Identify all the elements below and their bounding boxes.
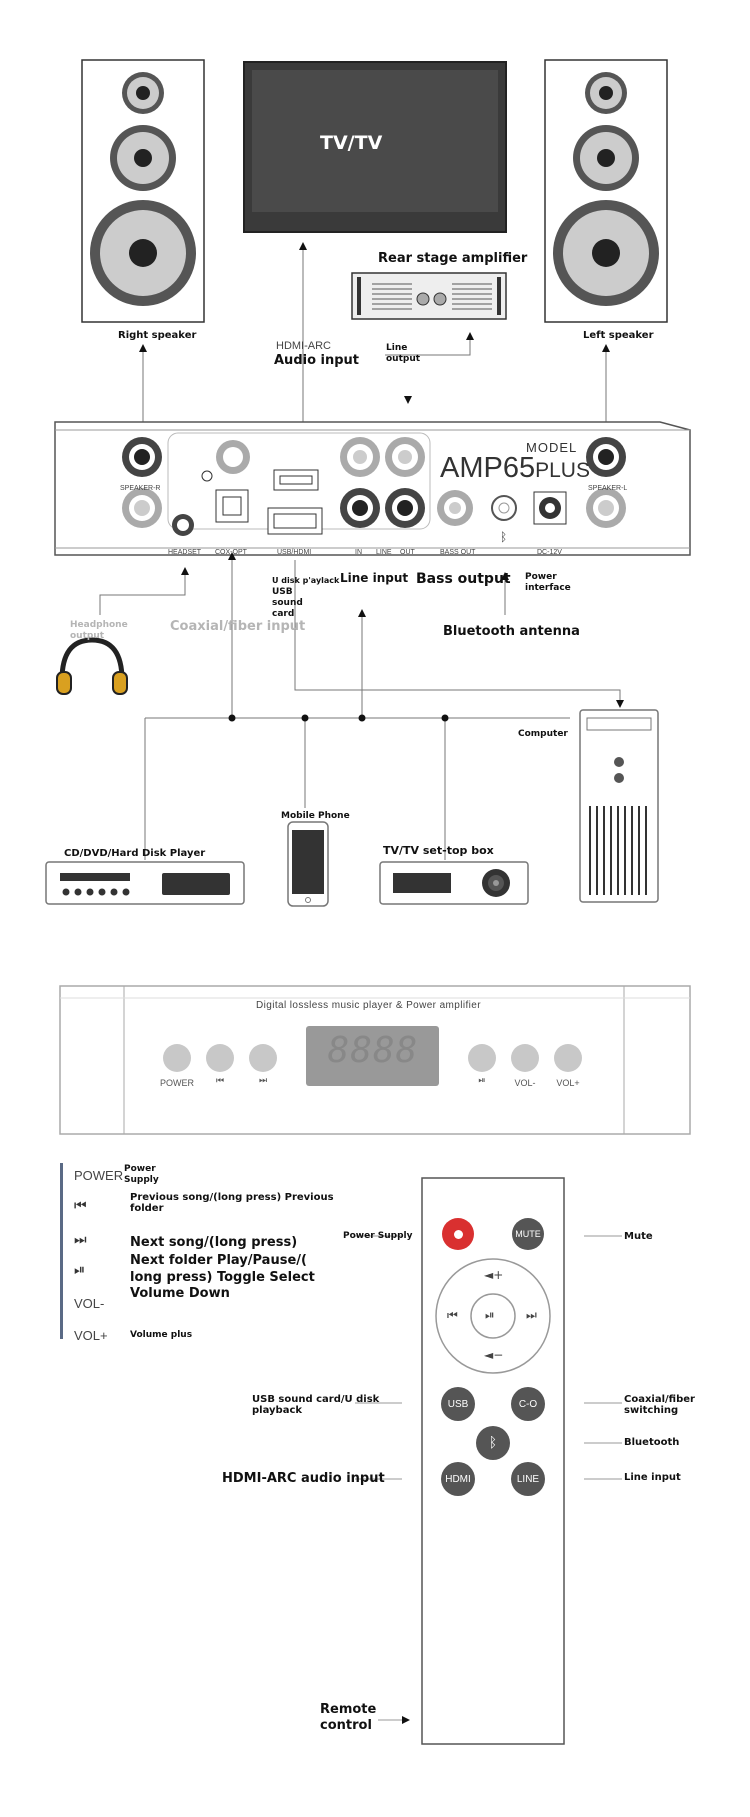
remote-power-supply-label: Power Supply <box>343 1231 413 1241</box>
port-label-in: IN <box>355 549 362 556</box>
power-interface-label: Power interface <box>525 572 571 593</box>
rear-amp-label: Rear stage amplifier <box>378 251 528 266</box>
model-word: MODEL <box>526 440 578 455</box>
connection-diagram <box>45 59 691 907</box>
legend-key-next: ⏭ <box>74 1232 87 1248</box>
udisk-label: U disk p'aylack <box>272 576 340 585</box>
bass-output-label: Bass output <box>416 571 511 587</box>
tv-illustration <box>243 61 507 233</box>
computer-illustration <box>579 709 659 903</box>
remote-usb-button[interactable]: USB <box>441 1387 475 1421</box>
legend-key-play: ⏯ <box>74 1262 86 1278</box>
set-top-box-label: TV/TV set-top box <box>383 844 494 857</box>
legend-bar <box>60 1163 63 1339</box>
remote-line-button[interactable]: LINE <box>511 1462 545 1496</box>
remote-vol-up-icon[interactable]: ◄+ <box>484 1268 504 1282</box>
remote-hdmi-button[interactable]: HDMI <box>441 1462 475 1496</box>
rear-amplifier-illustration <box>351 272 507 320</box>
remote-bluetooth-button[interactable]: ᛒ <box>476 1426 510 1460</box>
port-label-out: OUT <box>400 549 415 556</box>
port-label-speaker-l: SPEAKER-L <box>588 485 628 492</box>
front-power-label: POWER <box>159 1078 194 1088</box>
cd-player-illustration <box>45 861 245 905</box>
port-label-speaker-r: SPEAKER-R <box>120 485 161 492</box>
legend-desc-vol-down: Volume Down <box>130 1286 230 1301</box>
power-dot-icon <box>453 1229 463 1239</box>
mobile-phone-illustration <box>287 821 329 907</box>
remote-mute-label: Mute <box>624 1231 653 1242</box>
legend-desc-next: Next song/(long press) <box>130 1235 298 1250</box>
remote-next-icon[interactable]: ⏭ <box>526 1308 537 1322</box>
remote-co-button[interactable]: C-O <box>511 1387 545 1421</box>
remote-power-button[interactable] <box>442 1218 474 1250</box>
bluetooth-icon: ᛒ <box>488 1435 498 1451</box>
port-label-cox-opt: COX-OPT <box>215 549 247 556</box>
remote-play-icon[interactable]: ⏯ <box>485 1308 495 1322</box>
remote-coax-label: Coaxial/fiber switching <box>624 1394 695 1416</box>
legend-desc-prev: Previous song/(long press) Previous fold… <box>130 1192 334 1214</box>
bluetooth-icon: ᛒ <box>500 530 508 544</box>
mobile-phone-label: Mobile Phone <box>281 811 350 821</box>
legend-key-power: POWER <box>74 1168 124 1183</box>
front-vol-up-label: VOL+ <box>556 1078 580 1088</box>
audio-input-label: Audio input <box>274 353 360 368</box>
left-speaker-label: Left speaker <box>583 330 654 341</box>
front-panel-display: 8888 <box>327 1030 419 1071</box>
left-speaker-illustration <box>544 59 668 323</box>
usb-sound-card-label: USB sound card <box>272 587 303 619</box>
port-label-dc12v: DC-12V <box>537 549 562 556</box>
coaxial-fiber-input-label: Coaxial/fiber input <box>170 619 306 634</box>
remote-usb-label: USB sound card/U disk playback <box>252 1394 380 1416</box>
computer-label: Computer <box>518 729 568 739</box>
legend-desc-play: Next folder Play/Pause/( long press) Tog… <box>130 1253 315 1285</box>
bluetooth-antenna-label: Bluetooth antenna <box>443 624 580 639</box>
front-prev-label: ⏮ <box>215 1076 225 1086</box>
legend-key-vol-up: VOL+ <box>74 1328 108 1343</box>
right-speaker-illustration <box>81 59 205 323</box>
front-play-label: ⏯ <box>478 1076 486 1086</box>
remote-bluetooth-label: Bluetooth <box>624 1437 680 1448</box>
headphones-illustration <box>56 637 128 695</box>
legend-desc-power: Power Supply <box>124 1164 159 1185</box>
port-label-headset: HEADSET <box>168 549 202 556</box>
back-panel <box>54 421 691 556</box>
headphone-output-label: Headphone output <box>70 620 128 641</box>
set-top-box-illustration <box>379 861 529 905</box>
remote-mute-button[interactable]: MUTE <box>512 1218 544 1250</box>
cd-player-label: CD/DVD/Hard Disk Player <box>64 848 206 859</box>
model-name: AMP65PLUS <box>440 452 590 484</box>
remote-prev-icon[interactable]: ⏮ <box>447 1308 458 1322</box>
port-label-line: LINE <box>376 549 392 556</box>
right-speaker-label: Right speaker <box>118 330 197 341</box>
remote-control-label: Remote control <box>320 1702 377 1733</box>
hdmi-arc-label: HDMI-ARC <box>276 340 331 352</box>
line-output-label: Line output <box>386 343 421 364</box>
junction-dots <box>228 714 449 722</box>
port-label-bass-out: BASS OUT <box>440 549 476 556</box>
remote-vol-down-icon[interactable]: ◄− <box>484 1348 504 1362</box>
tv-label: TV/TV <box>320 132 383 154</box>
front-next-label: ⏭ <box>258 1076 268 1086</box>
front-vol-down-label: VOL- <box>514 1078 536 1088</box>
remote-line-input-label: Line input <box>624 1472 681 1483</box>
port-label-usb-hdmi: USB/HDMI <box>277 549 312 556</box>
legend-key-vol-down: VOL- <box>74 1296 105 1311</box>
front-panel-title: Digital lossless music player & Power am… <box>256 1000 481 1011</box>
remote-hdmi-arc-label: HDMI-ARC audio input <box>222 1471 385 1486</box>
remote-diagram <box>355 1177 622 1745</box>
legend-desc-vol-up: Volume plus <box>130 1330 193 1340</box>
source-connection-lines <box>99 552 624 860</box>
legend-key-prev: ⏮ <box>74 1198 87 1214</box>
line-input-label: Line input <box>340 571 409 585</box>
front-panel <box>59 985 691 1135</box>
